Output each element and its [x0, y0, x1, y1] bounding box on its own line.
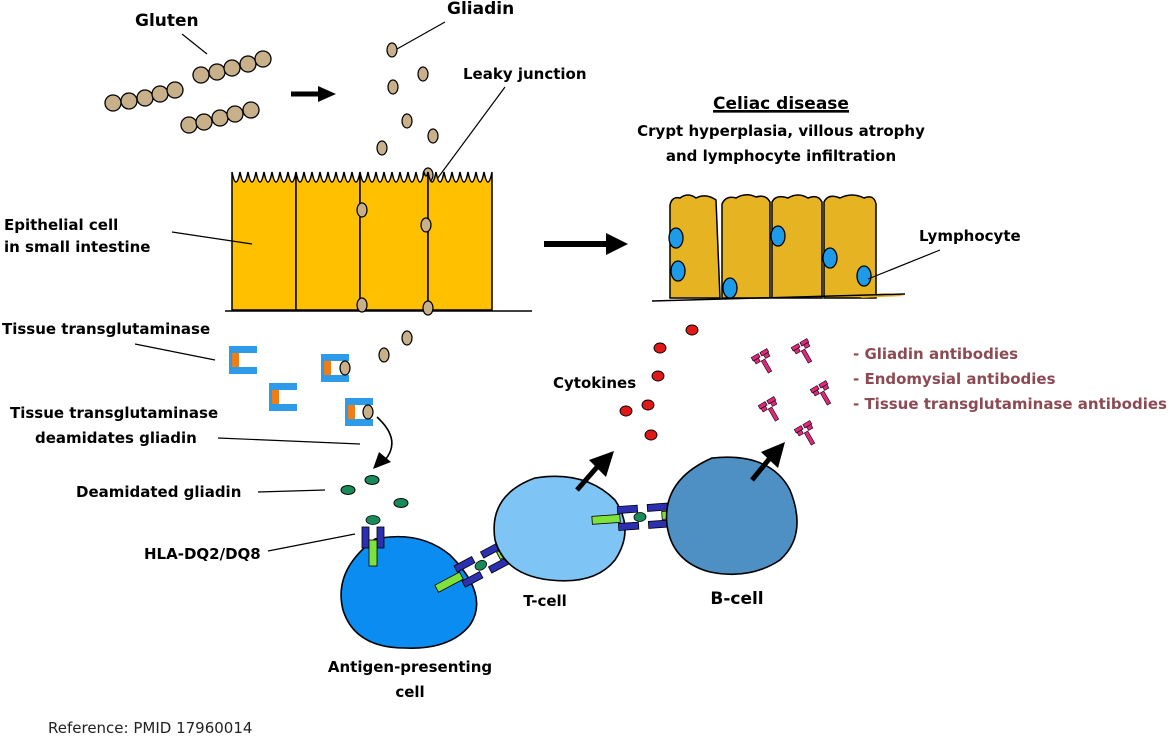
t-cell [493, 475, 626, 582]
bcell-output-arrow [750, 442, 785, 482]
diseased-cell-2 [721, 194, 771, 299]
cytokines-label: Cytokines [553, 374, 636, 392]
hla-label: HLA-DQ2/DQ8 [144, 545, 261, 563]
tissue-tg-leader-line [134, 343, 216, 361]
b-cell-label: B-cell [710, 589, 763, 609]
lymphocyte-4 [770, 225, 786, 247]
reference-text: Reference: PMID 17960014 [48, 719, 252, 737]
lymphocytes [668, 225, 872, 299]
gluten-chain-1 [104, 81, 184, 112]
deamidation-arrow-head [373, 452, 391, 469]
celiac-title: Celiac disease [713, 94, 849, 114]
lymphocyte-3 [722, 277, 738, 299]
t-cell-label: T-cell [523, 592, 567, 610]
epithelial-cell-4 [427, 171, 493, 311]
gluten-chain-2 [192, 50, 272, 84]
tissue-tg-label: Tissue transglutaminase [2, 320, 210, 338]
tcell-output-arrow [575, 451, 614, 492]
antibody-list: - Gliadin antibodies - Endomysial antibo… [853, 345, 1167, 413]
deamidated-gliadin-label: Deamidated gliadin [76, 483, 241, 501]
epithelial-label-line2: in small intestine [4, 238, 150, 256]
tg-deamidates-label-line1: Tissue transglutaminase [10, 404, 218, 422]
hla-molecule-apc [361, 515, 385, 567]
antibody-2 [790, 338, 813, 364]
celiac-subtitle-line1: Crypt hyperplasia, villous atrophy [637, 122, 925, 140]
gluten-chains [104, 50, 272, 134]
lymphocyte-6 [856, 265, 872, 287]
tg-enzyme-2 [269, 383, 297, 411]
hla-leader-line [267, 533, 356, 552]
tg-enzyme-1 [229, 346, 257, 374]
disease-arrow-head [606, 233, 628, 255]
deamidated-gliadin-leader-line [257, 489, 326, 493]
deamidated-gliadin-particles [340, 475, 409, 508]
epithelial-cell-3 [359, 171, 429, 311]
lymphocyte-2 [670, 260, 686, 282]
tg-enzyme-3 [321, 354, 351, 382]
celiac-subtitle-line2: and lymphocyte infiltration [666, 147, 896, 165]
lymphocyte-label: Lymphocyte [919, 227, 1021, 245]
cytokine-particles [619, 324, 699, 441]
gliadin-leader-line [396, 21, 446, 50]
lymphocyte-leader-line [867, 249, 941, 280]
antibody-item-ttg: - Tissue transglutaminase antibodies [853, 395, 1167, 413]
gluten-chain-3 [180, 101, 260, 134]
apc-label-line2: cell [395, 683, 424, 701]
tg-deamidates-label-line2: deamidates gliadin [35, 429, 197, 447]
leaky-junction-label: Leaky junction [463, 65, 587, 83]
epithelial-leader-line [171, 231, 253, 245]
deamidation-arrow [376, 416, 393, 461]
gliadin-label: Gliadin [447, 0, 514, 19]
antibody-item-gliadin: - Gliadin antibodies [853, 345, 1018, 363]
tg-deamidates-leader-line [217, 437, 361, 445]
antibody-4 [757, 396, 780, 422]
gluten-label: Gluten [135, 11, 199, 31]
gliadin-in-junctions [356, 202, 434, 316]
diseased-cell-3 [771, 194, 823, 299]
digestion-arrow-head [318, 86, 336, 102]
epithelial-cell-1 [231, 171, 297, 311]
lymphocyte-5 [822, 247, 838, 269]
antibody-3 [809, 380, 832, 406]
epithelial-label-line1: Epithelial cell [4, 216, 118, 234]
healthy-epithelium [231, 171, 493, 311]
gluten-leader-line [181, 33, 208, 55]
tg-enzyme-4 [345, 398, 374, 426]
b-cell [665, 456, 798, 576]
epithelial-cell-2 [295, 171, 361, 311]
lymphocyte-1 [668, 227, 684, 249]
diseased-basement-membrane [651, 293, 906, 302]
transglutaminase-enzymes [229, 346, 374, 426]
diseased-epithelium [669, 194, 877, 299]
antibody-item-endomysial: - Endomysial antibodies [853, 370, 1056, 388]
antibody-1 [750, 348, 773, 374]
apc-label-line1: Antigen-presenting [328, 658, 492, 676]
antigen-presenting-cell [340, 535, 478, 649]
antibody-5 [793, 420, 816, 446]
antibody-molecules [750, 338, 832, 446]
